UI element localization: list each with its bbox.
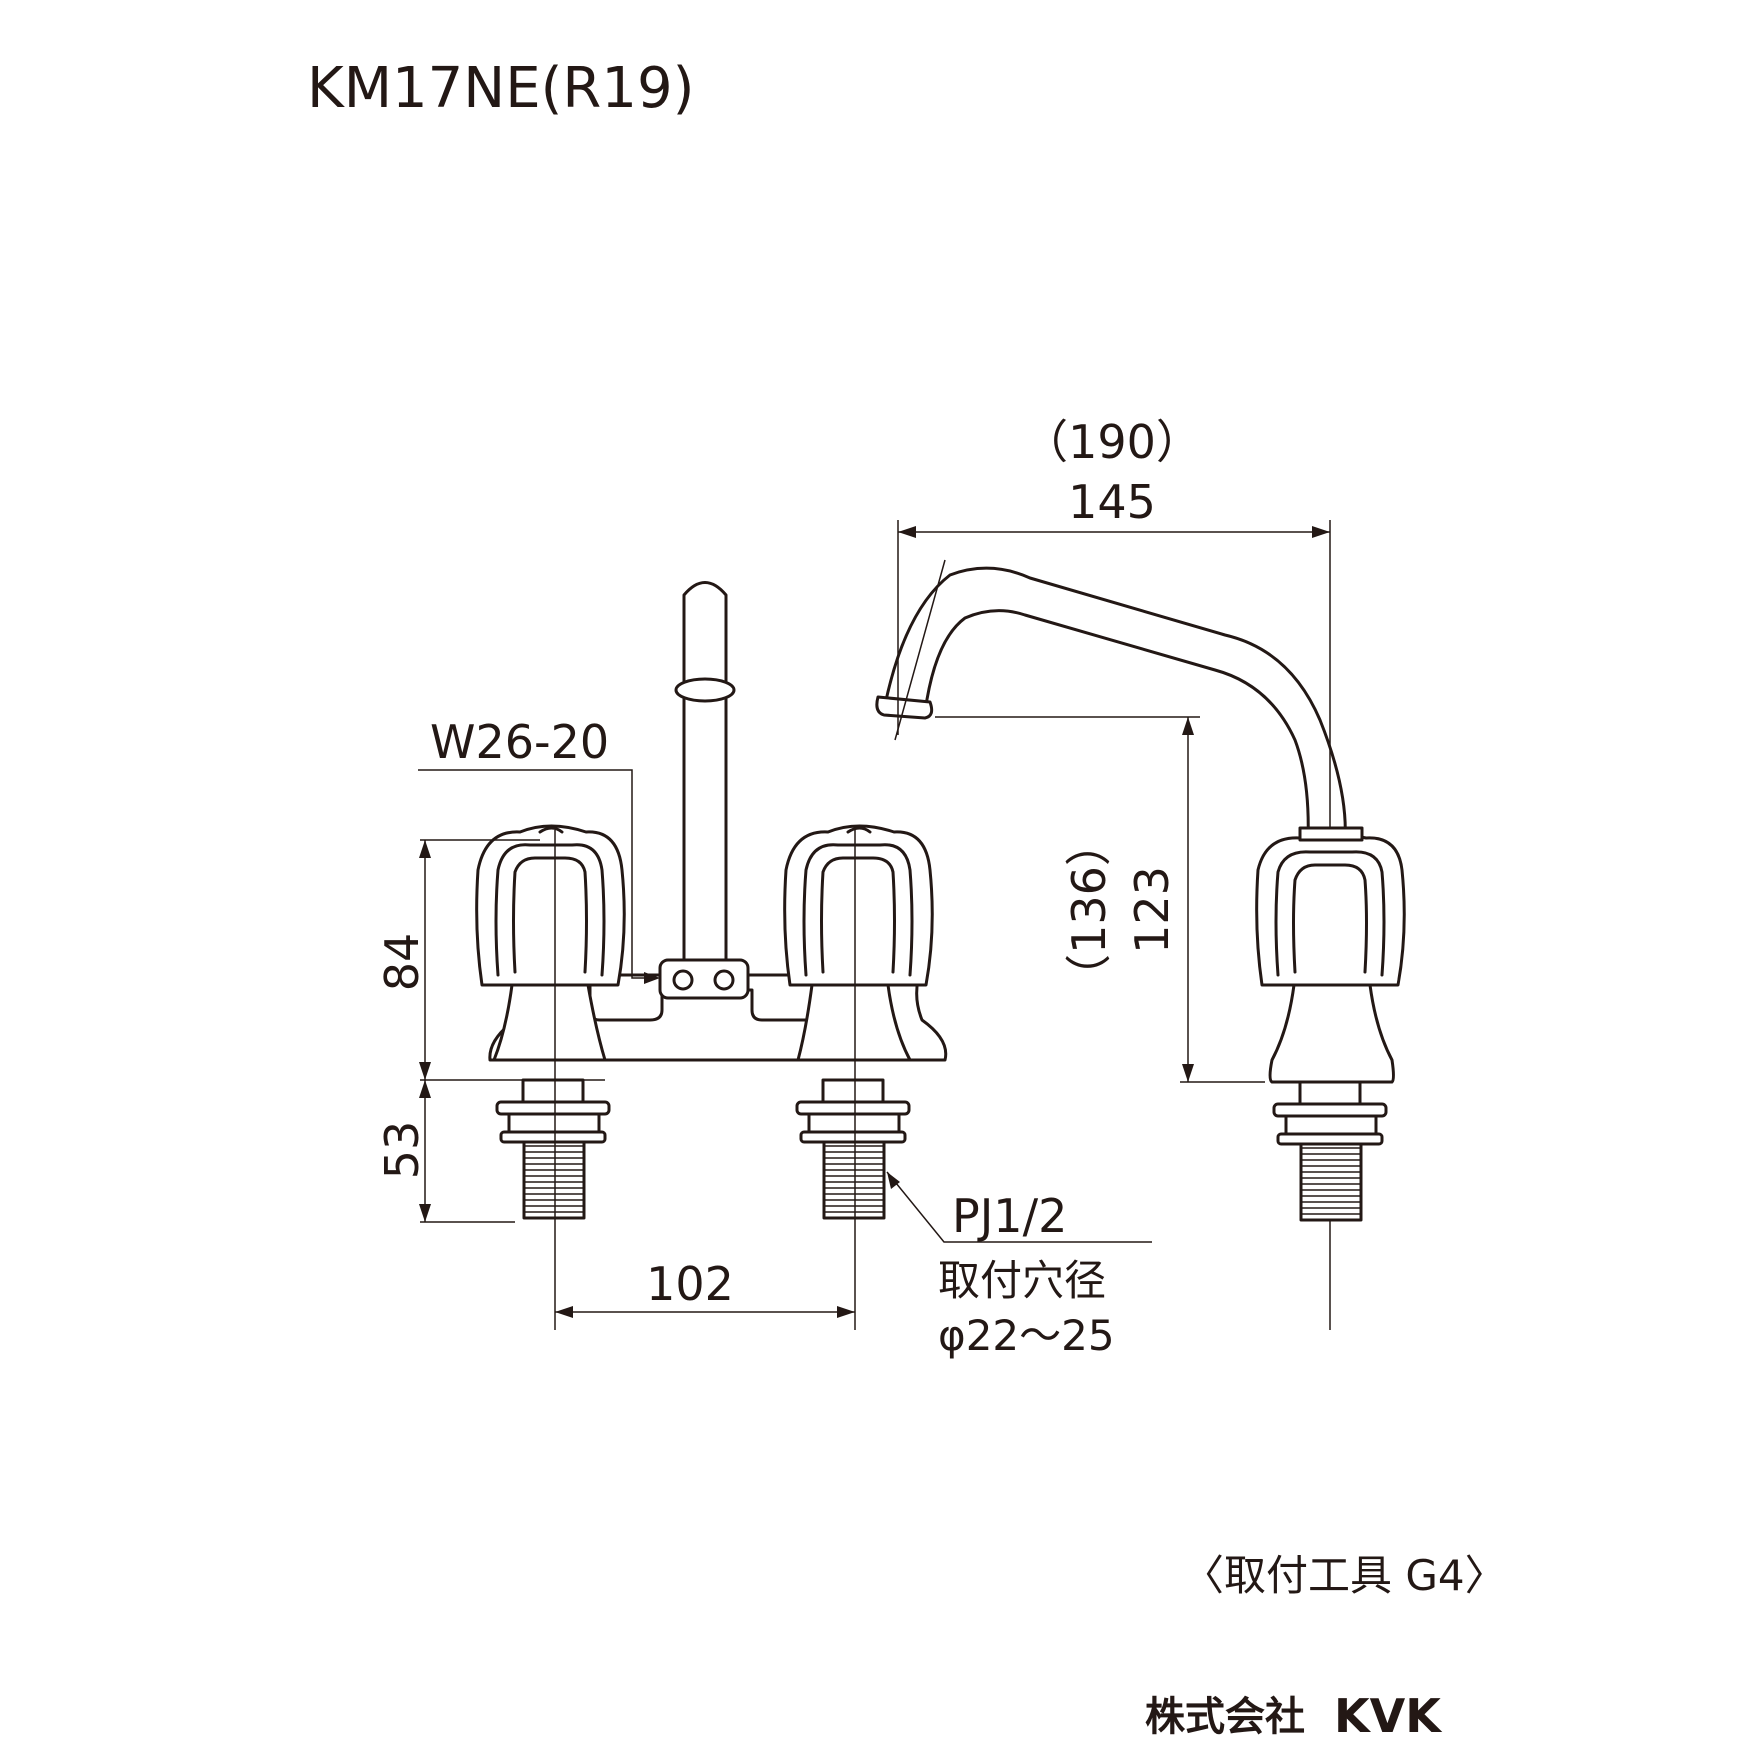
dim-spout-reach: 145 — [1068, 475, 1156, 529]
right-valve-body — [796, 983, 912, 1062]
side-shank-threads — [1301, 1147, 1361, 1215]
dim-spout-height-ref: （136） — [1062, 820, 1116, 1000]
left-valve-body — [492, 983, 607, 1062]
dim-center-distance: 102 — [646, 1257, 734, 1311]
front-view: 84 53 102 W26-20 PJ1/2 取付穴径 φ22～25 — [375, 581, 1152, 1360]
supply-thread-label: PJ1/2 — [952, 1189, 1067, 1243]
brand-company-jp: 株式会社 — [1145, 1694, 1305, 1740]
model-title: KM17NE(R19) — [307, 56, 694, 121]
left-mounting-nut — [495, 1078, 611, 1220]
spout-pipe — [682, 581, 728, 962]
right-handle — [783, 824, 934, 987]
right-mounting-nut — [795, 1078, 911, 1220]
brand-logo: 株式会社 KVK — [1145, 1689, 1443, 1743]
spout-ring — [674, 677, 736, 703]
side-handle — [1255, 826, 1406, 987]
mounting-tool-note: 〈取付工具 G4〉 — [1182, 1551, 1507, 1600]
dim-spout-reach-ref: （190） — [1022, 415, 1202, 469]
brand-company-en: KVK — [1334, 1689, 1443, 1743]
left-handle — [475, 824, 626, 987]
side-view: （190） 145 （136） 123 — [875, 415, 1406, 1330]
dim-handle-height: 84 — [375, 933, 429, 992]
dim-shank-length: 53 — [375, 1121, 429, 1180]
supply-leader — [886, 1171, 1152, 1243]
aerator-thread-label: W26-20 — [430, 715, 609, 769]
spout-outer — [883, 566, 1347, 842]
side-valve-body — [1268, 983, 1395, 1084]
left-shank-threads — [524, 1145, 584, 1213]
right-shank-threads — [824, 1145, 884, 1213]
dim-spout-height: 123 — [1125, 866, 1179, 954]
hole-diameter-label: 取付穴径 — [938, 1256, 1106, 1305]
aerator-leader — [418, 769, 650, 979]
side-mounting-nut — [1272, 1080, 1388, 1222]
spout-inner — [923, 609, 1310, 842]
hole-diameter-range: φ22～25 — [938, 1311, 1115, 1360]
